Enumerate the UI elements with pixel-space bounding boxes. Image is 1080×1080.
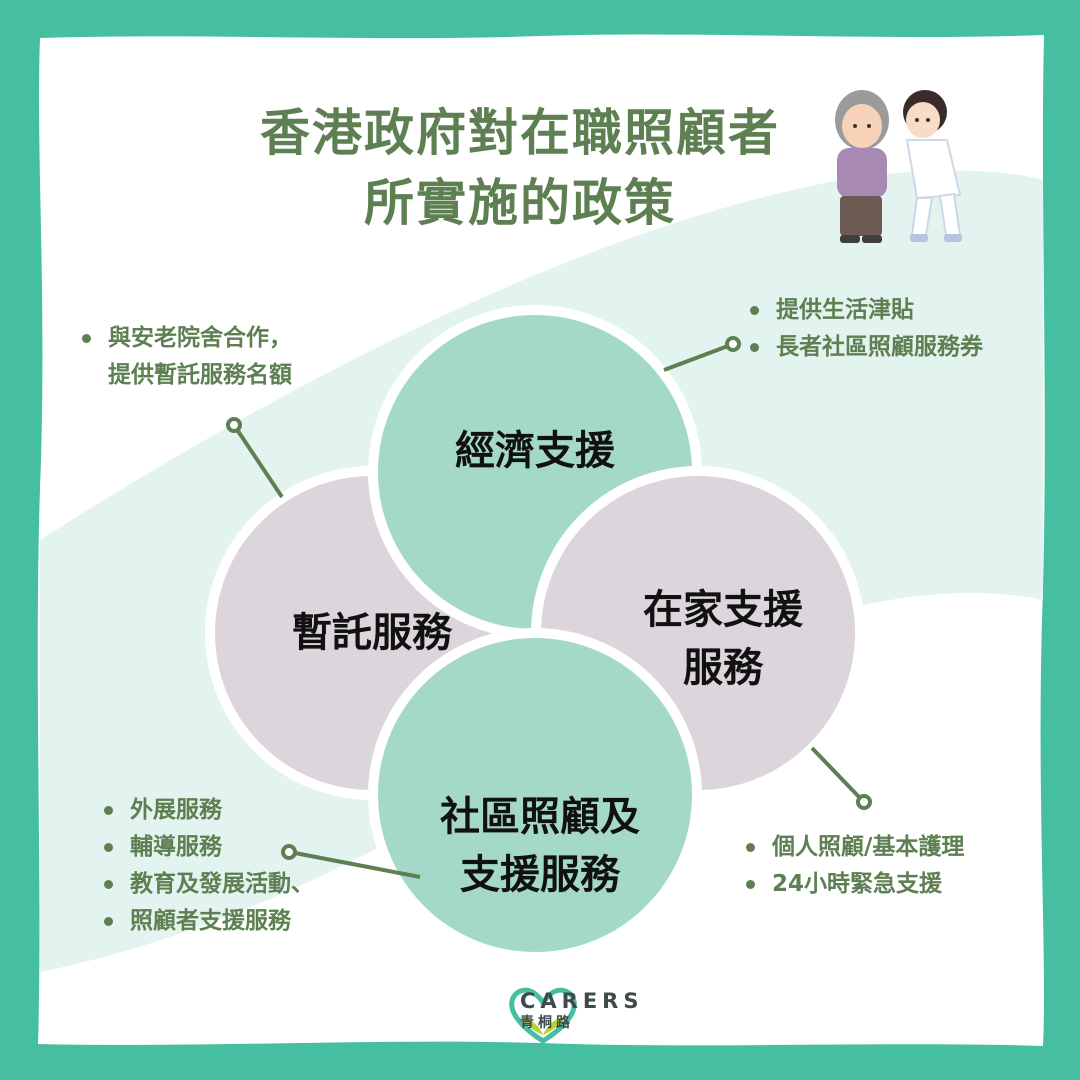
bullet-item: 教育及發展活動、: [104, 866, 314, 903]
connector-home: [810, 746, 862, 800]
title-line-2: 所實施的政策: [364, 174, 676, 232]
label-economic: 經濟支援: [455, 428, 615, 474]
bullet-item: 長者社區照顧服務券: [750, 329, 983, 366]
bullets-community: 外展服務 輔導服務 教育及發展活動、 照顧者支援服務: [104, 792, 314, 940]
bullet-item: 個人照顧/基本護理: [746, 829, 964, 866]
connector-home-dot: [856, 794, 872, 810]
bullet-item: 輔導服務: [104, 829, 314, 866]
label-community: 社區照顧及 支援服務: [440, 794, 640, 898]
connector-respite-dot: [226, 417, 242, 433]
logo-text: CARERS 青桐路: [520, 988, 643, 1032]
bullets-home: 個人照顧/基本護理 24小時緊急支援: [746, 829, 964, 903]
bullet-item: 提供生活津貼: [750, 292, 983, 329]
carers-heart-logo-icon: [509, 987, 577, 1044]
logo-subname: 青桐路: [520, 1015, 574, 1031]
connector-community: [294, 851, 421, 879]
bullet-item: 24小時緊急支援: [746, 866, 964, 903]
circle-community: [368, 628, 702, 962]
bullet-item: 外展服務: [104, 792, 314, 829]
page-title: 香港政府對在職照顧者 所實施的政策: [160, 98, 880, 238]
bullet-item: 與安老院舍合作，: [82, 320, 292, 357]
connector-community-dot: [281, 844, 297, 860]
title-line-1: 香港政府對在職照顧者: [260, 104, 780, 162]
connector-economic: [663, 344, 729, 372]
bullets-respite: 與安老院舍合作， 提供暫託服務名額: [82, 320, 292, 394]
connector-respite: [234, 426, 284, 499]
bullets-economic: 提供生活津貼 長者社區照顧服務券: [750, 292, 983, 366]
connector-economic-dot: [725, 336, 741, 352]
bullet-item: 照顧者支援服務: [104, 903, 314, 940]
caregiver-illustration: [835, 90, 962, 243]
label-home: 在家支援 服務: [643, 587, 803, 691]
label-respite: 暫託服務: [292, 610, 452, 656]
bullet-item-continued: 提供暫託服務名額: [108, 362, 292, 388]
logo-name: CARERS: [520, 989, 644, 1013]
